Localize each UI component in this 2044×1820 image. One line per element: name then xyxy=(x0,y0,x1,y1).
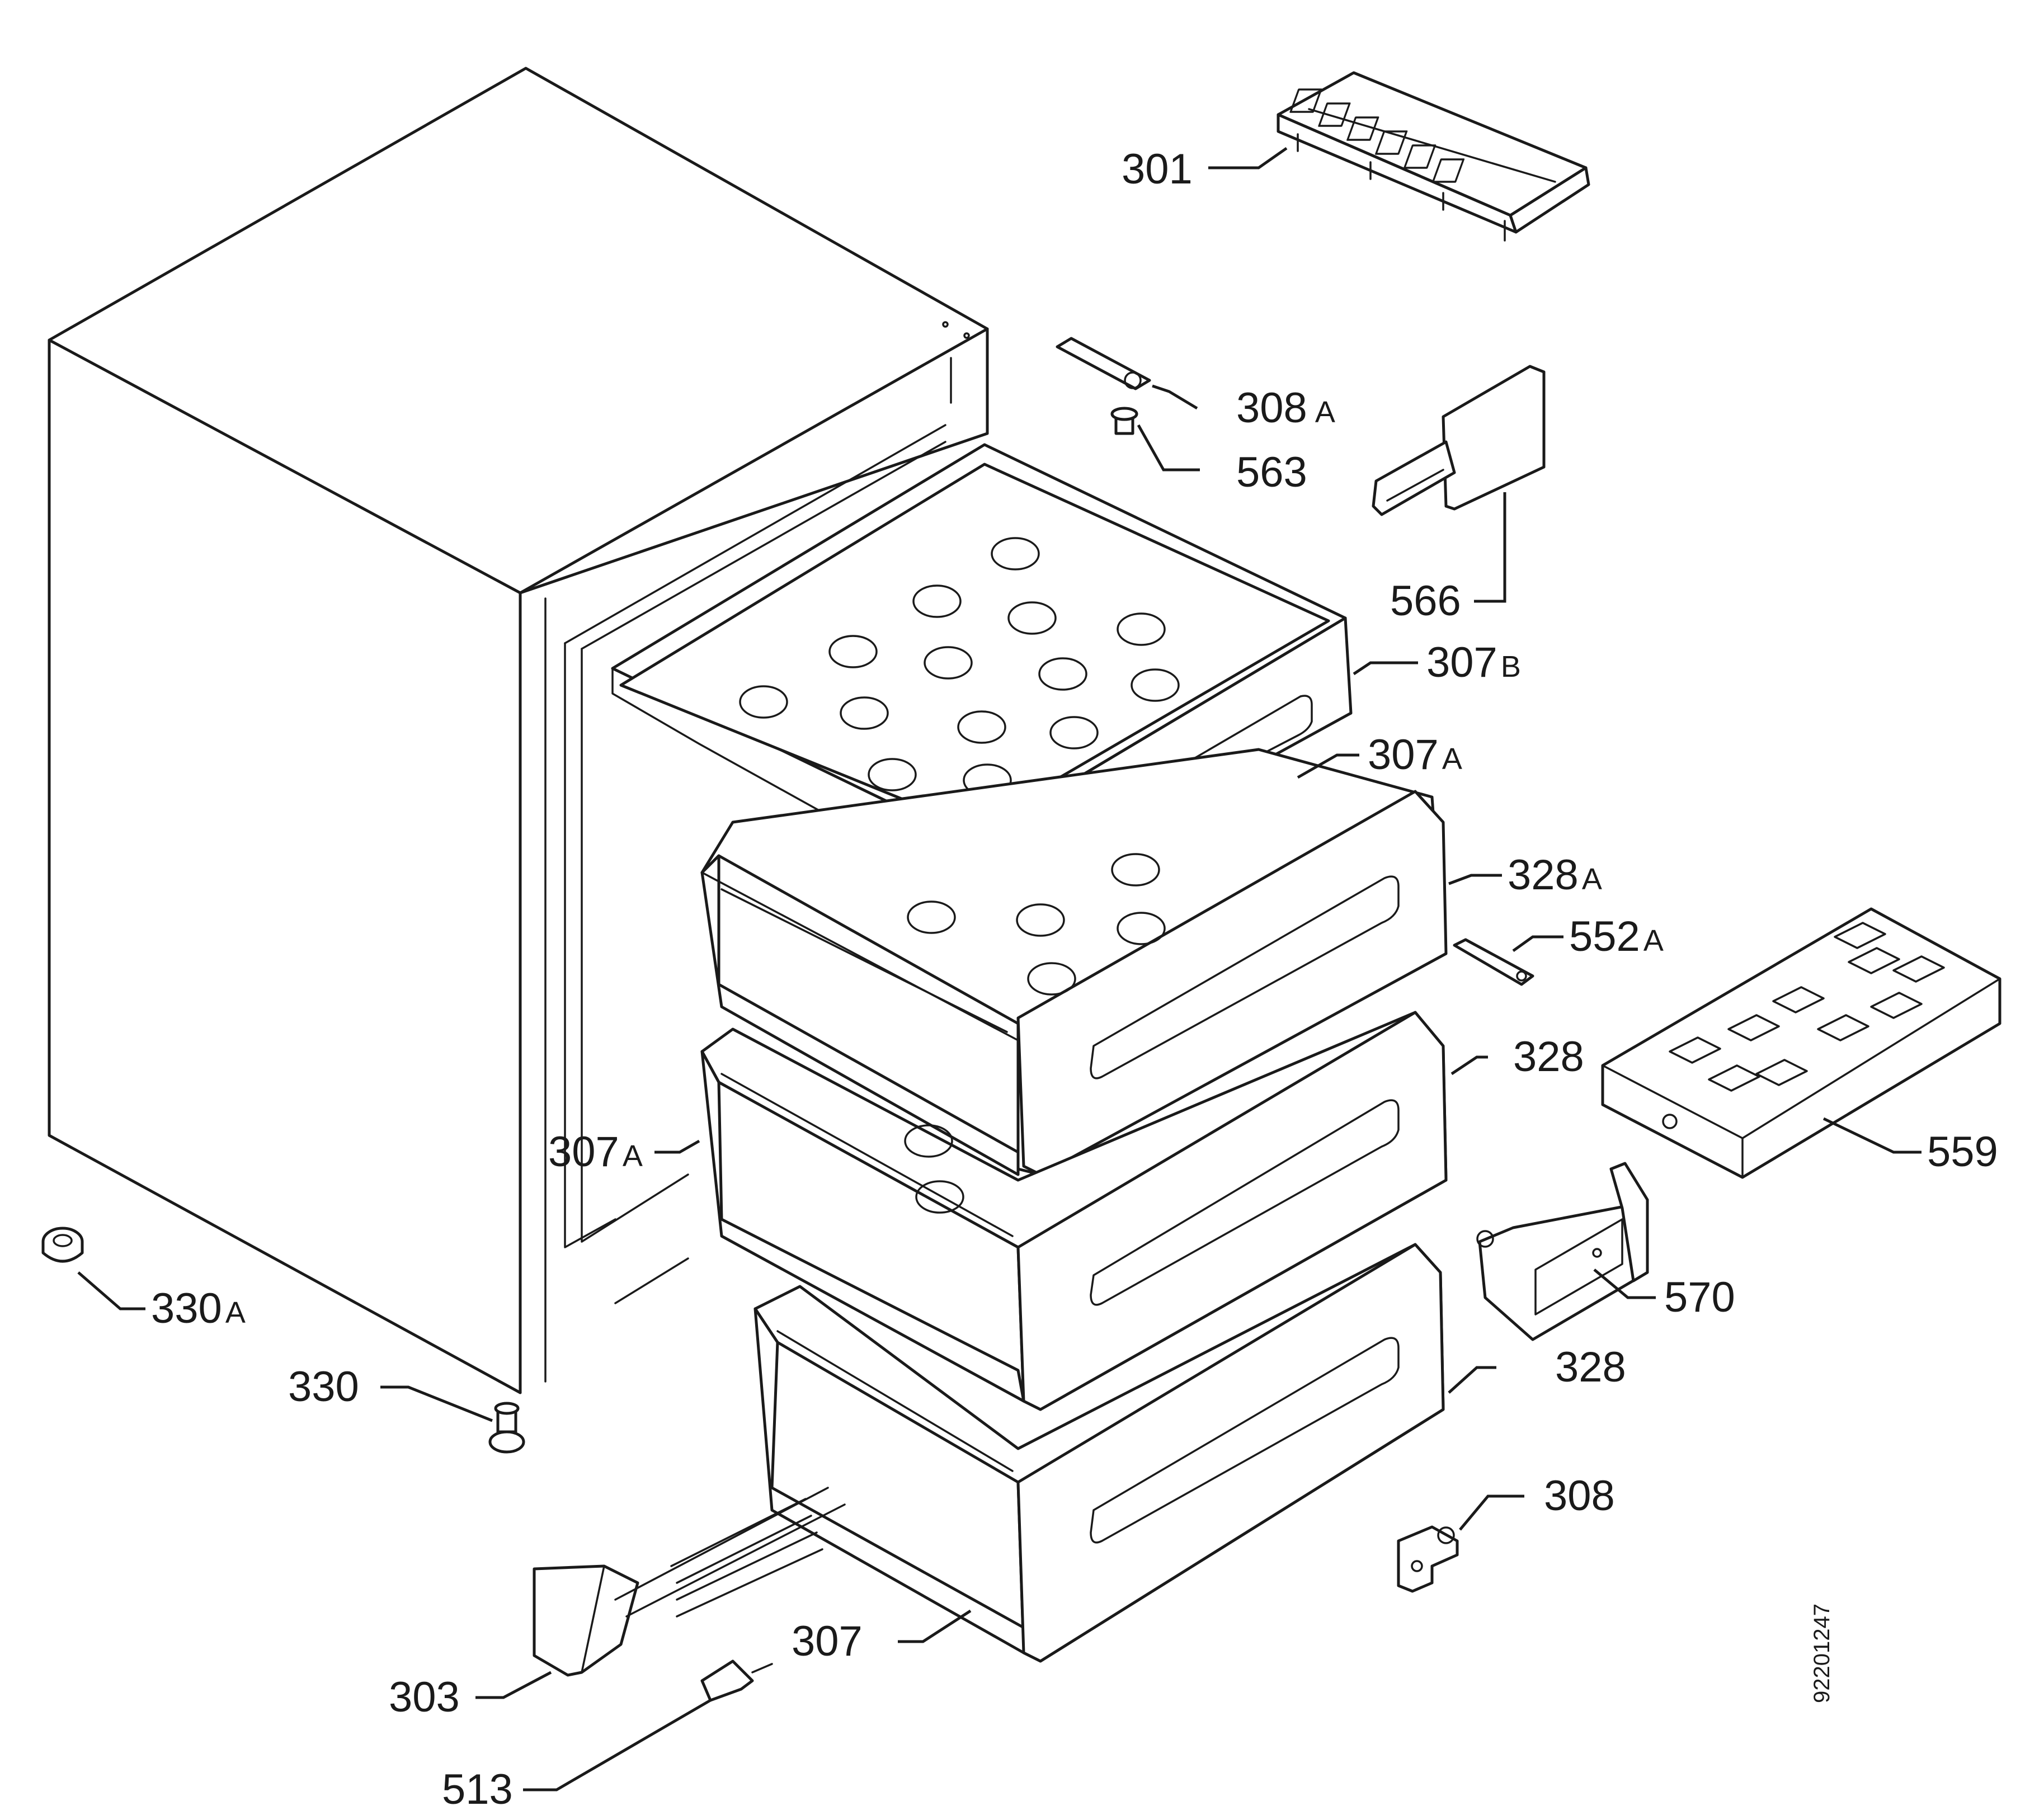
ice-cells xyxy=(1289,88,1465,183)
ice-pattern xyxy=(1669,922,1945,1092)
label-301: 301 xyxy=(1122,145,1193,193)
document-id: 92201247 xyxy=(1810,1604,1834,1703)
cabinet-body xyxy=(48,67,989,1394)
label-308: 308 xyxy=(1544,1472,1615,1520)
butter-box-570 xyxy=(1476,1162,1649,1341)
label-566: 566 xyxy=(1390,577,1461,625)
label-570: 570 xyxy=(1664,1274,1735,1321)
drawer-lower xyxy=(753,1243,1445,1663)
label-513: 513 xyxy=(442,1766,513,1813)
label-330: 330 xyxy=(288,1363,359,1411)
label-303: 303 xyxy=(389,1673,460,1721)
label-563: 563 xyxy=(1236,449,1307,496)
foot-330 xyxy=(488,1402,525,1454)
label-328-lower: 328 xyxy=(1555,1343,1626,1391)
hinge-plate-308a xyxy=(1056,337,1151,390)
drawer-upper xyxy=(700,748,1448,1176)
kickplate-303 xyxy=(533,1487,846,1677)
leader-lines xyxy=(77,147,1921,1791)
label-559: 559 xyxy=(1927,1128,1998,1176)
ice-scraper-566 xyxy=(1372,365,1546,516)
label-307: 307 xyxy=(792,1618,863,1665)
screw-563 xyxy=(1110,407,1138,435)
drawer-middle xyxy=(700,1011,1448,1411)
drawer-slide-552a xyxy=(1453,938,1534,986)
hinge-308 xyxy=(1397,1525,1459,1593)
cold-accumulator-559 xyxy=(1601,907,2001,1179)
clip-513 xyxy=(700,1659,773,1702)
tray-holes xyxy=(739,537,1180,797)
ice-cube-tray-301 xyxy=(1277,71,1590,242)
label-328-middle: 328 xyxy=(1513,1033,1584,1081)
adjustable-foot-330a xyxy=(41,1227,84,1263)
